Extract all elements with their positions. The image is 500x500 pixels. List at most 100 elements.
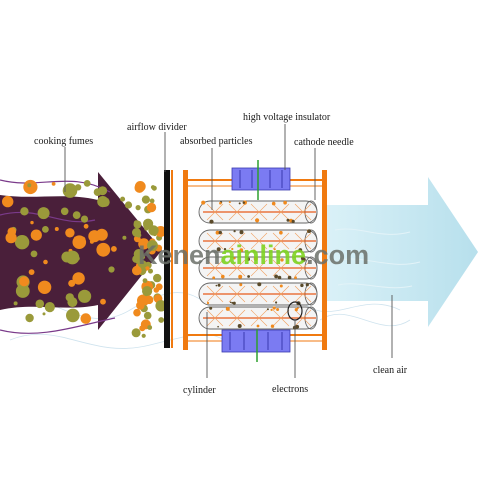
collected-particle (272, 306, 276, 310)
collected-particle (246, 257, 250, 261)
collected-particle (233, 230, 236, 233)
absorbed-particle (136, 232, 142, 238)
collected-particle (201, 200, 206, 205)
fume-particle (80, 215, 89, 223)
collected-particle (279, 284, 283, 288)
collected-particle (256, 324, 260, 328)
collected-particle (219, 201, 222, 205)
collected-particle (273, 248, 276, 251)
collected-particle (305, 283, 309, 287)
collected-particle (238, 274, 243, 279)
frame-right-bar (322, 170, 327, 350)
corona-ray (206, 309, 224, 327)
collected-particle (238, 202, 241, 205)
fume-particle (80, 313, 92, 324)
label-cathode-needle: cathode needle (294, 137, 354, 148)
absorbed-particle (144, 226, 149, 231)
watermark-part3: .com (306, 240, 369, 270)
fume-particle (25, 313, 34, 323)
collected-particle (218, 230, 222, 235)
fume-particle (66, 308, 80, 323)
corona-ray (272, 285, 290, 303)
absorbed-particle (131, 328, 141, 338)
airflow-divider-edge (171, 170, 173, 348)
absorbed-particle (143, 311, 152, 320)
corona-ray (228, 203, 246, 221)
corona-ray (250, 232, 268, 250)
collected-particle (215, 230, 220, 235)
corona-ray (272, 203, 290, 221)
fume-particle (44, 302, 55, 313)
corona-ray (228, 285, 246, 303)
collected-particle (217, 283, 221, 287)
collected-particle (286, 218, 290, 222)
corona-ray (294, 285, 312, 303)
absorbed-particle (138, 238, 150, 250)
leader-lines (64, 124, 393, 378)
corona-ray (206, 203, 224, 221)
collected-particle (253, 256, 258, 261)
collected-particle (239, 230, 244, 235)
label-absorbed-particles: absorbed particles (180, 136, 253, 147)
collected-particle (266, 308, 269, 311)
fume-particle (42, 226, 49, 233)
collected-particle (209, 219, 214, 224)
absorbed-particle (142, 278, 148, 283)
watermark-part1: Kenen (138, 240, 221, 270)
collected-particle (253, 249, 255, 252)
collected-particle (301, 257, 306, 262)
absorbed-particle (135, 205, 141, 211)
watermark: Kenenainline.com (138, 240, 369, 270)
watermark-part2: ainline (221, 240, 307, 270)
absorbed-particle (140, 254, 146, 260)
collected-particle (206, 301, 210, 305)
collected-particle (212, 276, 216, 280)
fume-particle (13, 301, 18, 306)
collected-particle (294, 276, 297, 279)
corona-ray (206, 232, 224, 250)
absorbed-particle (139, 325, 146, 332)
collected-particle (279, 230, 283, 235)
corona-ray (294, 309, 312, 327)
fume-particle (14, 235, 30, 250)
fume-particle (67, 297, 78, 308)
collected-particle (255, 218, 260, 223)
absorbed-particle (151, 185, 157, 191)
fume-particle (28, 269, 35, 275)
fume-particle (93, 188, 102, 197)
absorbed-particle (134, 182, 145, 193)
collected-particle (294, 308, 298, 312)
collected-particle (307, 229, 312, 234)
fume-particle (97, 196, 109, 208)
collected-particle (209, 306, 213, 310)
fume-particle (19, 276, 30, 287)
collected-particle (271, 201, 276, 206)
fume-particle (72, 272, 85, 285)
collected-particle (229, 301, 232, 304)
corona-ray (206, 285, 224, 303)
fume-particle (111, 246, 117, 252)
collected-particle (225, 306, 230, 311)
fume-particle (54, 227, 59, 231)
cylinder (198, 229, 318, 253)
collected-particle (277, 275, 282, 280)
fume-particle (133, 308, 141, 317)
collected-particle (228, 201, 231, 204)
collected-particle (223, 248, 227, 251)
fume-particle (120, 196, 126, 202)
fume-particle (37, 280, 52, 294)
label-airflow-divider: airflow divider (127, 122, 187, 133)
clean-air-streaks (334, 228, 421, 289)
absorbed-particle (153, 273, 162, 283)
fume-particle (20, 207, 29, 216)
absorbed-particle (147, 325, 153, 330)
fume-particle (30, 229, 42, 241)
airflow-divider (164, 170, 170, 348)
clean-air-arrow (322, 177, 478, 327)
collected-particle (247, 275, 251, 278)
corona-ray (228, 309, 246, 327)
corona-ray (250, 285, 268, 303)
label-clean-air: clean air (373, 365, 408, 376)
label-cooking-fumes: cooking fumes (34, 136, 93, 147)
